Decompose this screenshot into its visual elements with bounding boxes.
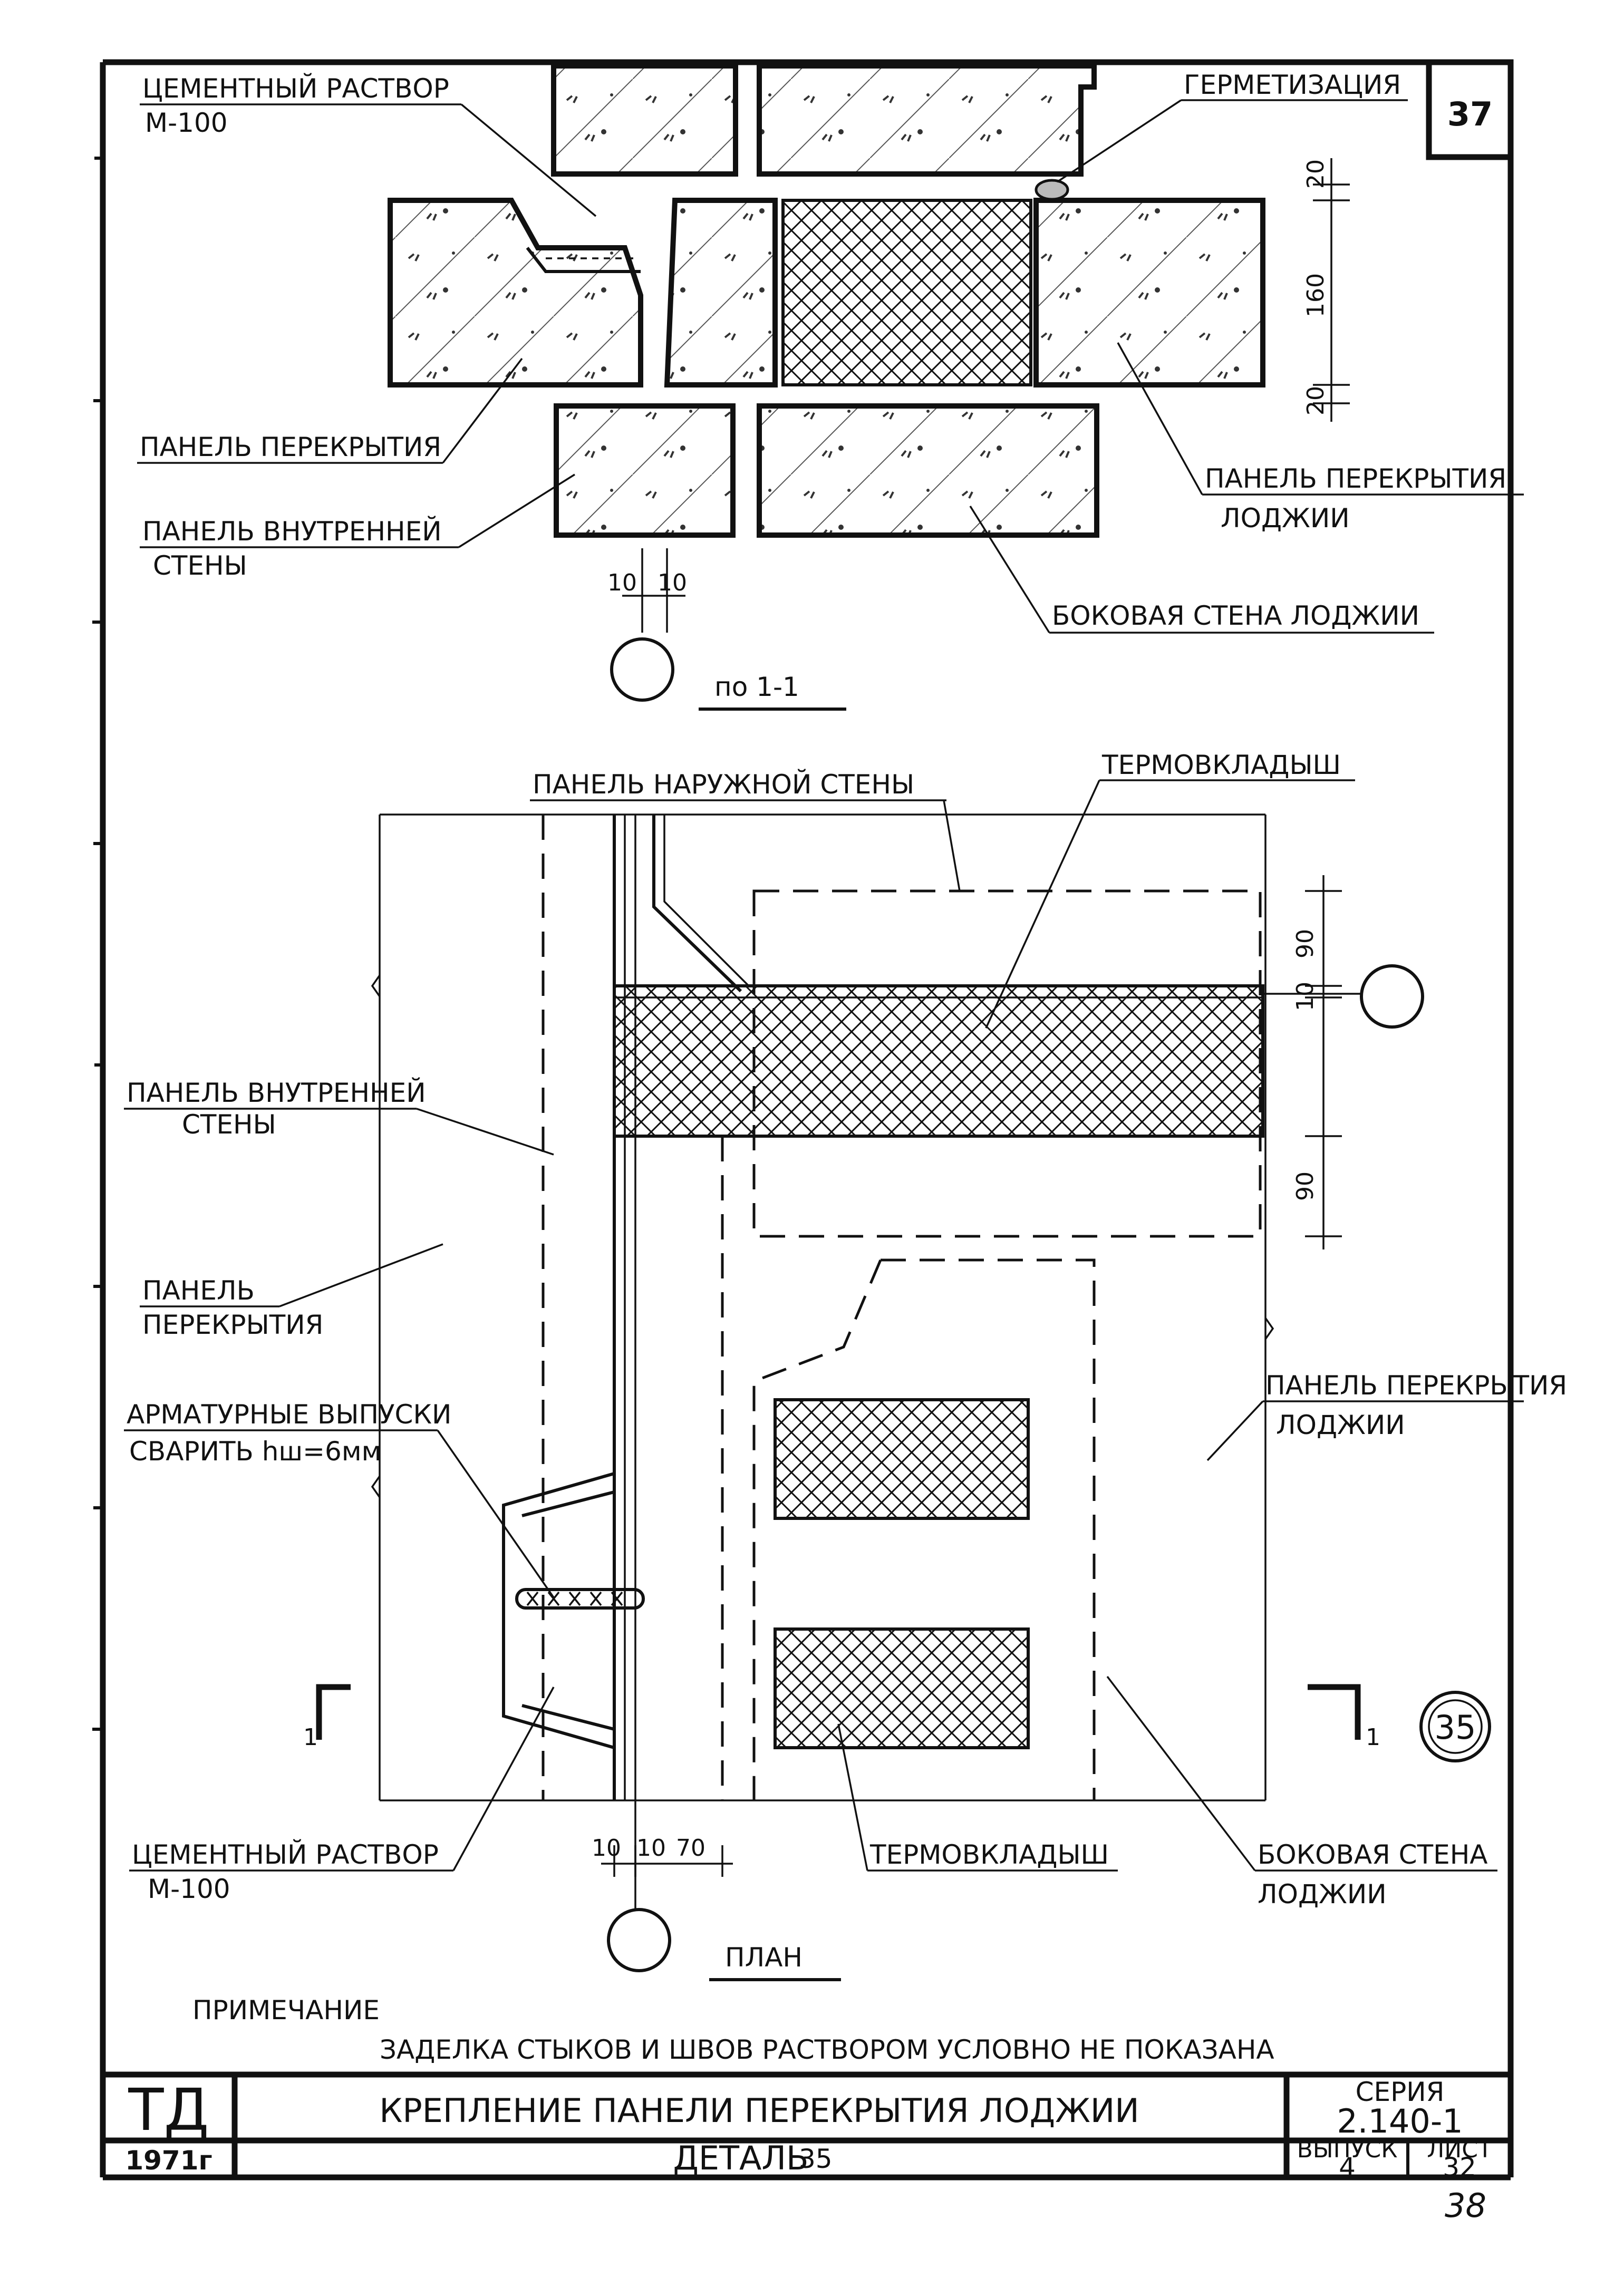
sealant-bead [1035, 179, 1069, 201]
series-value: 2.140-1 [1337, 2102, 1463, 2140]
plan-dim-10-b: 10 [636, 1835, 666, 1862]
note-text: ЗАДЕЛКА СТЫКОВ И ШВОВ РАСТВОРОМ УСЛОВНО … [380, 2034, 1274, 2065]
label-mortar-grade-top: М-100 [145, 108, 228, 138]
title-block: ТД 1971г КРЕПЛЕНИЕ ПАНЕЛИ ПЕРЕКРЫТИЯ ЛОД… [103, 2071, 1511, 2183]
plan-dim-90-top: 90 [1292, 929, 1319, 958]
section-loggia-floor-panel [1033, 198, 1265, 387]
issue-label: ВЫПУСК [1297, 2136, 1398, 2163]
upper-inner-wall-block [551, 63, 738, 177]
year: 1971г [125, 2145, 212, 2176]
plan-dim-10-a: 10 [592, 1835, 621, 1862]
label-plan-inner-wall-1: ПАНЕЛЬ ВНУТРЕННЕЙ [127, 1077, 426, 1108]
drawing-subtitle-number: 35 [799, 2144, 833, 2174]
label-plan-loggia-floor-1: ПАНЕЛЬ ПЕРЕКРЫТИЯ [1265, 1370, 1567, 1401]
dim-20-bottom: 20 [1302, 386, 1329, 415]
dim-10-left: 10 [607, 569, 637, 596]
detail-reference-number: 35 [1435, 1708, 1476, 1747]
label-loggia-side-wall: БОКОВАЯ СТЕНА ЛОДЖИИ [1052, 600, 1419, 631]
lower-loggia-wall-block [757, 403, 1099, 538]
label-plan-loggia-floor-2: ЛОДЖИИ [1276, 1410, 1405, 1440]
label-outer-wall-panel: ПАНЕЛЬ НАРУЖНОЙ СТЕНЫ [533, 769, 914, 800]
plan-dim-10-mid: 10 [1292, 982, 1319, 1011]
sheet-number: 37 [1447, 95, 1493, 133]
cut-label-left: 1 [303, 1724, 318, 1751]
plan-thermal-insert-lower [774, 1627, 1030, 1749]
dim-160: 160 [1302, 273, 1329, 317]
plan-mortar-joint [502, 1471, 616, 1750]
label-section-loggia-floor-2: ЛОДЖИИ [1221, 503, 1350, 534]
cut-marker-right [1308, 1684, 1361, 1740]
plan-rebar-weld [515, 1588, 645, 1610]
label-thermal-insert-top: ТЕРМОВКЛАДЫШ [1101, 750, 1341, 780]
plan-dim-70: 70 [676, 1835, 705, 1862]
label-thermal-insert-bottom: ТЕРМОВКЛАДЫШ [869, 1839, 1109, 1870]
plan-axis-marker-right [1360, 964, 1424, 1029]
org-code: ТД [128, 2076, 209, 2144]
plan-view: 90 10 90 10 10 70 1 1 35 ПАНЕЛЬ НАРУЖНОЙ… [124, 750, 1567, 1981]
label-rebar-2: СВАРИТЬ hш=6мм [129, 1436, 381, 1467]
sheet-value: 32 [1443, 2152, 1476, 2183]
plan-caption: ПЛАН [725, 1942, 803, 1973]
label-sealing: ГЕРМЕТИЗАЦИЯ [1184, 70, 1401, 100]
drawing-title: КРЕПЛЕНИЕ ПАНЕЛИ ПЕРЕКРЫТИЯ ЛОДЖИИ [379, 2091, 1139, 2130]
sheet-label: ЛИСТ [1427, 2136, 1492, 2163]
lower-inner-wall-block [554, 403, 736, 538]
sheet-number-box: 37 [1426, 59, 1514, 160]
dim-10-right: 10 [658, 569, 687, 596]
dim-20-top: 20 [1302, 159, 1329, 189]
section-thermal-insert [781, 199, 1032, 386]
label-section-inner-wall-2: СТЕНЫ [153, 550, 247, 581]
label-plan-floor-panel-2: ПЕРЕКРЫТИЯ [142, 1310, 323, 1340]
series-label: СЕРИЯ [1356, 2077, 1445, 2107]
label-section-inner-wall-1: ПАНЕЛЬ ВНУТРЕННЕЙ [142, 516, 442, 547]
label-rebar-1: АРМАТУРНЫЕ ВЫПУСКИ [127, 1399, 451, 1430]
drawing-subtitle-word: ДЕТАЛЬ [673, 2139, 808, 2177]
note-heading: ПРИМЕЧАНИЕ [192, 1995, 380, 2026]
plan-thermal-insert-band [613, 984, 1264, 1138]
label-plan-cement-mortar: ЦЕМЕНТНЫЙ РАСТВОР [132, 1839, 439, 1870]
section-view: 20 160 20 10 10 ЦЕМЕНТНЫЙ РАСТВОР М-100 … [137, 63, 1524, 711]
page-number: 38 [1445, 2186, 1486, 2225]
label-section-loggia-floor-1: ПАНЕЛЬ ПЕРЕКРЫТИЯ [1205, 463, 1506, 494]
issue-value: 4 [1339, 2152, 1356, 2183]
upper-loggia-wall-block [757, 63, 1097, 177]
section-wall-core [664, 198, 778, 387]
sheet-frame [92, 59, 1514, 2181]
plan-thermal-insert-upper [774, 1398, 1030, 1520]
label-plan-floor-panel-1: ПАНЕЛЬ [142, 1275, 255, 1306]
label-plan-mortar-grade: М-100 [148, 1874, 230, 1904]
cut-marker-left [316, 1684, 351, 1740]
label-plan-side-wall-1: БОКОВАЯ СТЕНА [1258, 1839, 1488, 1870]
plan-dim-90-bottom: 90 [1292, 1171, 1319, 1201]
label-plan-inner-wall-2: СТЕНЫ [182, 1109, 276, 1140]
label-section-floor-panel: ПАНЕЛЬ ПЕРЕКРЫТИЯ [140, 432, 441, 462]
section-axis-marker [610, 637, 674, 702]
plan-axis-marker-bottom [607, 1908, 671, 1972]
plan-outer-wall-panel [752, 889, 1262, 1238]
label-cement-mortar-top: ЦЕМЕНТНЫЙ РАСТВОР [142, 73, 449, 104]
plan-loggia-side-wall [752, 1258, 1096, 1800]
section-caption: по 1-1 [714, 672, 799, 702]
note-block: ПРИМЕЧАНИЕ ЗАДЕЛКА СТЫКОВ И ШВОВ РАСТВОР… [192, 1995, 1274, 2065]
detail-reference-circle [1419, 1691, 1491, 1762]
section-floor-panel [388, 198, 643, 387]
cut-label-right: 1 [1366, 1724, 1380, 1751]
label-plan-side-wall-2: ЛОДЖИИ [1258, 1879, 1387, 1910]
